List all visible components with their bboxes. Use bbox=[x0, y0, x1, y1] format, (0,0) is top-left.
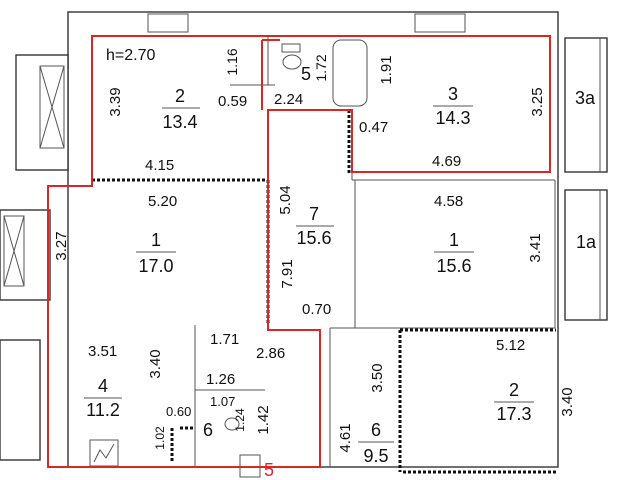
room-3-number: 3 bbox=[448, 84, 458, 104]
dim-1-72: 1.72 bbox=[313, 54, 329, 81]
dim-3-39: 3.39 bbox=[107, 87, 124, 116]
room-6-area: 9.5 bbox=[363, 446, 388, 466]
dim-3-27: 3.27 bbox=[53, 231, 70, 260]
dim-3-25: 3.25 bbox=[529, 87, 546, 116]
room-2-right-number: 2 bbox=[509, 380, 519, 400]
dim-3-51: 3.51 bbox=[88, 343, 117, 360]
dim-2-86: 2.86 bbox=[256, 345, 285, 362]
dim-0-60: 0.60 bbox=[166, 404, 191, 419]
apartment-outline bbox=[47, 35, 551, 468]
room-6-number: 6 bbox=[371, 420, 381, 440]
dim-0-47: 0.47 bbox=[359, 119, 388, 136]
dim-4-15: 4.15 bbox=[145, 157, 174, 174]
dim-1-91: 1.91 bbox=[378, 55, 395, 84]
room-6-small-number: 6 bbox=[203, 420, 213, 440]
room-2-right-area: 17.3 bbox=[496, 404, 531, 424]
dim-1-24: 1.24 bbox=[233, 408, 247, 432]
bathroom-fixtures bbox=[89, 39, 368, 478]
dim-3-40-left: 3.40 bbox=[147, 349, 164, 378]
dim-1-16: 1.16 bbox=[224, 48, 240, 75]
toilet-icon bbox=[282, 54, 302, 70]
dim-0-59: 0.59 bbox=[218, 93, 247, 110]
balcony-1a: 1a bbox=[576, 232, 597, 252]
room-1-right-area: 15.6 bbox=[436, 256, 471, 276]
dim-1-02: 1.02 bbox=[153, 426, 167, 450]
dim-3-40-right: 3.40 bbox=[559, 387, 576, 416]
room-1-left-number: 1 bbox=[151, 230, 161, 250]
dim-1-42: 1.42 bbox=[255, 405, 272, 434]
balconies bbox=[564, 37, 608, 321]
room-2-area: 13.4 bbox=[162, 112, 197, 132]
room-7-area: 15.6 bbox=[296, 228, 331, 248]
dim-7-91: 7.91 bbox=[279, 259, 296, 288]
dim-4-61: 4.61 bbox=[337, 423, 354, 452]
room-2-number: 2 bbox=[175, 86, 185, 106]
dim-4-58: 4.58 bbox=[434, 193, 463, 210]
toilet-icon-small bbox=[224, 417, 240, 431]
dim-0-70: 0.70 bbox=[302, 301, 331, 318]
dim-5-20: 5.20 bbox=[148, 193, 177, 210]
room-1-left-area: 17.0 bbox=[138, 256, 173, 276]
room-4-number: 4 bbox=[98, 376, 108, 396]
room-1-right-number: 1 bbox=[449, 230, 459, 250]
dim-1-26: 1.26 bbox=[206, 371, 235, 388]
dim-3-50: 3.50 bbox=[369, 363, 386, 392]
ceiling-height: h=2.70 bbox=[106, 47, 155, 64]
dim-4-69: 4.69 bbox=[432, 153, 461, 170]
building-walls bbox=[0, 11, 559, 468]
dim-5-04: 5.04 bbox=[277, 185, 294, 214]
dim-5-12: 5.12 bbox=[496, 337, 525, 354]
room-4-area: 11.2 bbox=[86, 400, 120, 420]
room-5-number: 5 bbox=[301, 64, 311, 84]
room-5-bottom-number: 5 bbox=[264, 460, 274, 480]
labels: h=2.70 3.39 2 13.4 1.16 0.59 4.15 5 1.72… bbox=[53, 47, 597, 480]
dim-1-07: 1.07 bbox=[210, 394, 235, 409]
dim-1-71: 1.71 bbox=[210, 331, 239, 348]
room-3-area: 14.3 bbox=[435, 108, 470, 128]
dim-3-41: 3.41 bbox=[527, 233, 544, 262]
room-7-number: 7 bbox=[309, 204, 319, 224]
dim-2-24: 2.24 bbox=[274, 91, 303, 108]
balcony-3a: 3a bbox=[575, 88, 596, 108]
window-marks bbox=[3, 13, 466, 287]
